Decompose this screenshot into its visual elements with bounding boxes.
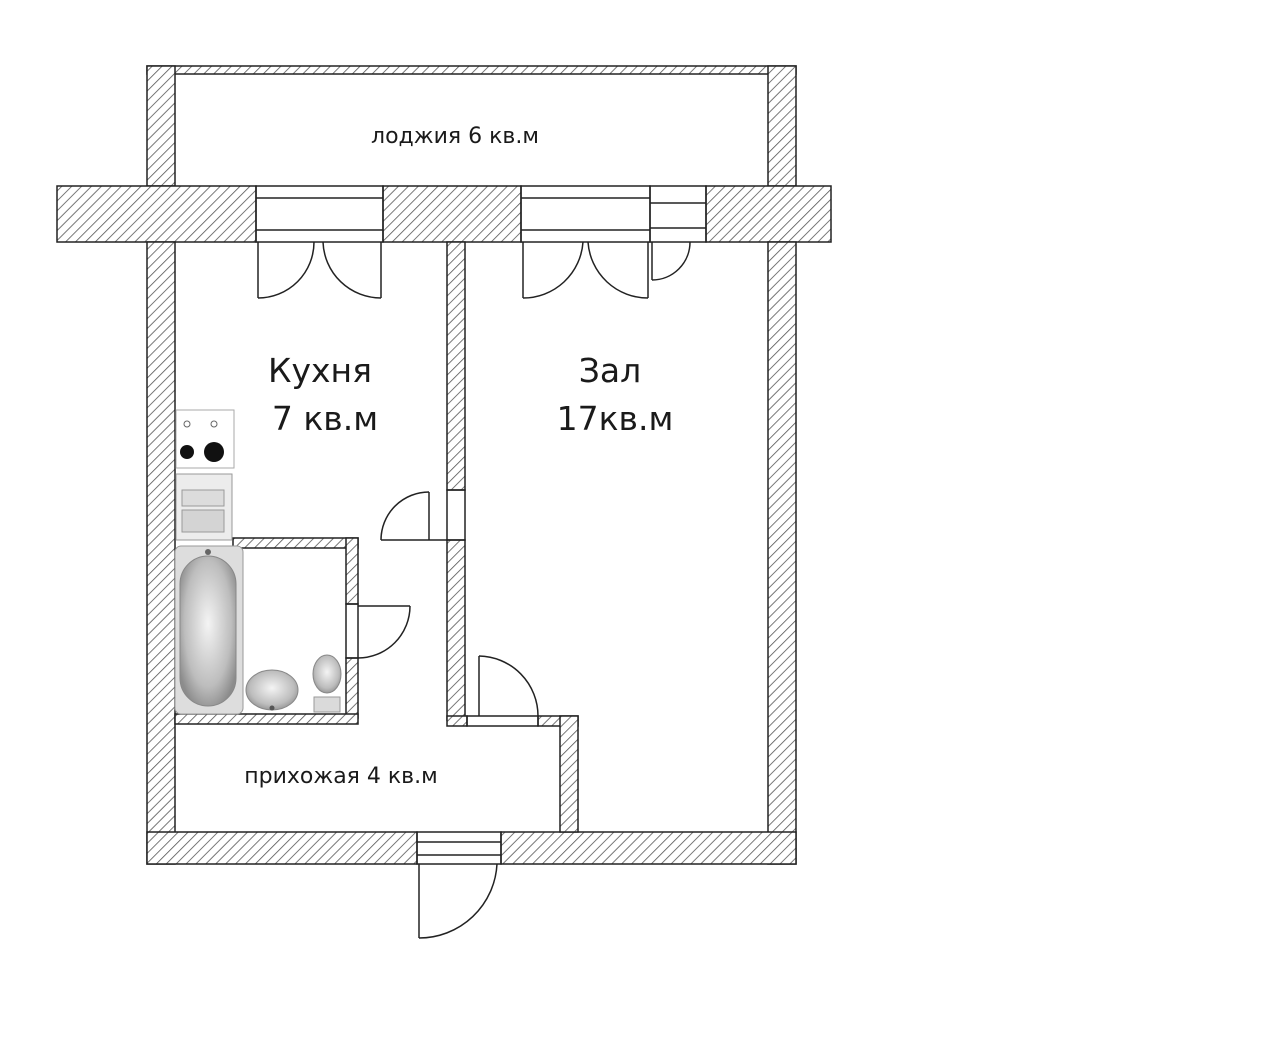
openings [255, 185, 707, 865]
balcony-wall-mid [382, 185, 522, 243]
west-wall [146, 241, 176, 865]
bath-wall-top [232, 537, 359, 549]
bath-door [357, 605, 411, 659]
kitchen-name-label: Кухня [268, 351, 372, 390]
south-wall-left [146, 831, 418, 865]
entrance-door [418, 863, 498, 939]
stove-icon [175, 409, 235, 469]
toilet-icon [312, 654, 342, 713]
hall-corner-vertical [559, 715, 579, 833]
hall-door [478, 655, 539, 717]
hall-door-opening [466, 715, 539, 727]
hall-balcony-door [522, 241, 649, 299]
loggia-label: лоджия 6 кв.м [371, 124, 539, 149]
sink-icon [245, 669, 299, 711]
entrance-opening [416, 831, 502, 865]
east-wall [767, 241, 797, 865]
hall-balcony-opening [520, 185, 651, 243]
kitchen-area-label: 7 кв.м [271, 399, 379, 438]
kitchen-hall-partition-top [446, 241, 466, 491]
corridor-wall [446, 715, 468, 727]
bath-wall-bottom [174, 713, 359, 725]
entrance-label: прихожая 4 кв.м [244, 764, 438, 789]
hall-balcony-door-opening [649, 185, 707, 243]
balcony-wall-right [705, 185, 832, 243]
kitchen-hall-partition-bottom [446, 539, 466, 721]
door-swings [257, 241, 691, 939]
loggia-wall-right [767, 65, 797, 187]
kitchen-balcony-door [257, 241, 382, 299]
kitchen-balcony-opening [255, 185, 384, 243]
hall-name-label: Зал [578, 351, 642, 390]
bath-wall-right-bottom [345, 657, 359, 719]
loggia-wall-left [146, 65, 176, 187]
kitchen-door [380, 491, 447, 541]
hall-area-label: 17кв.м [556, 399, 674, 438]
balcony-wall-left [56, 185, 257, 243]
outer-walls [56, 65, 832, 865]
south-wall-right [500, 831, 797, 865]
kitchen-door-opening [446, 489, 466, 541]
balcony-door [651, 241, 691, 281]
bath-door-opening [345, 603, 359, 659]
inner-walls [174, 241, 579, 833]
fridge-icon [175, 473, 233, 541]
bath-wall-right-top [345, 537, 359, 605]
loggia-wall-top [146, 65, 797, 75]
bathtub-icon [174, 545, 244, 715]
